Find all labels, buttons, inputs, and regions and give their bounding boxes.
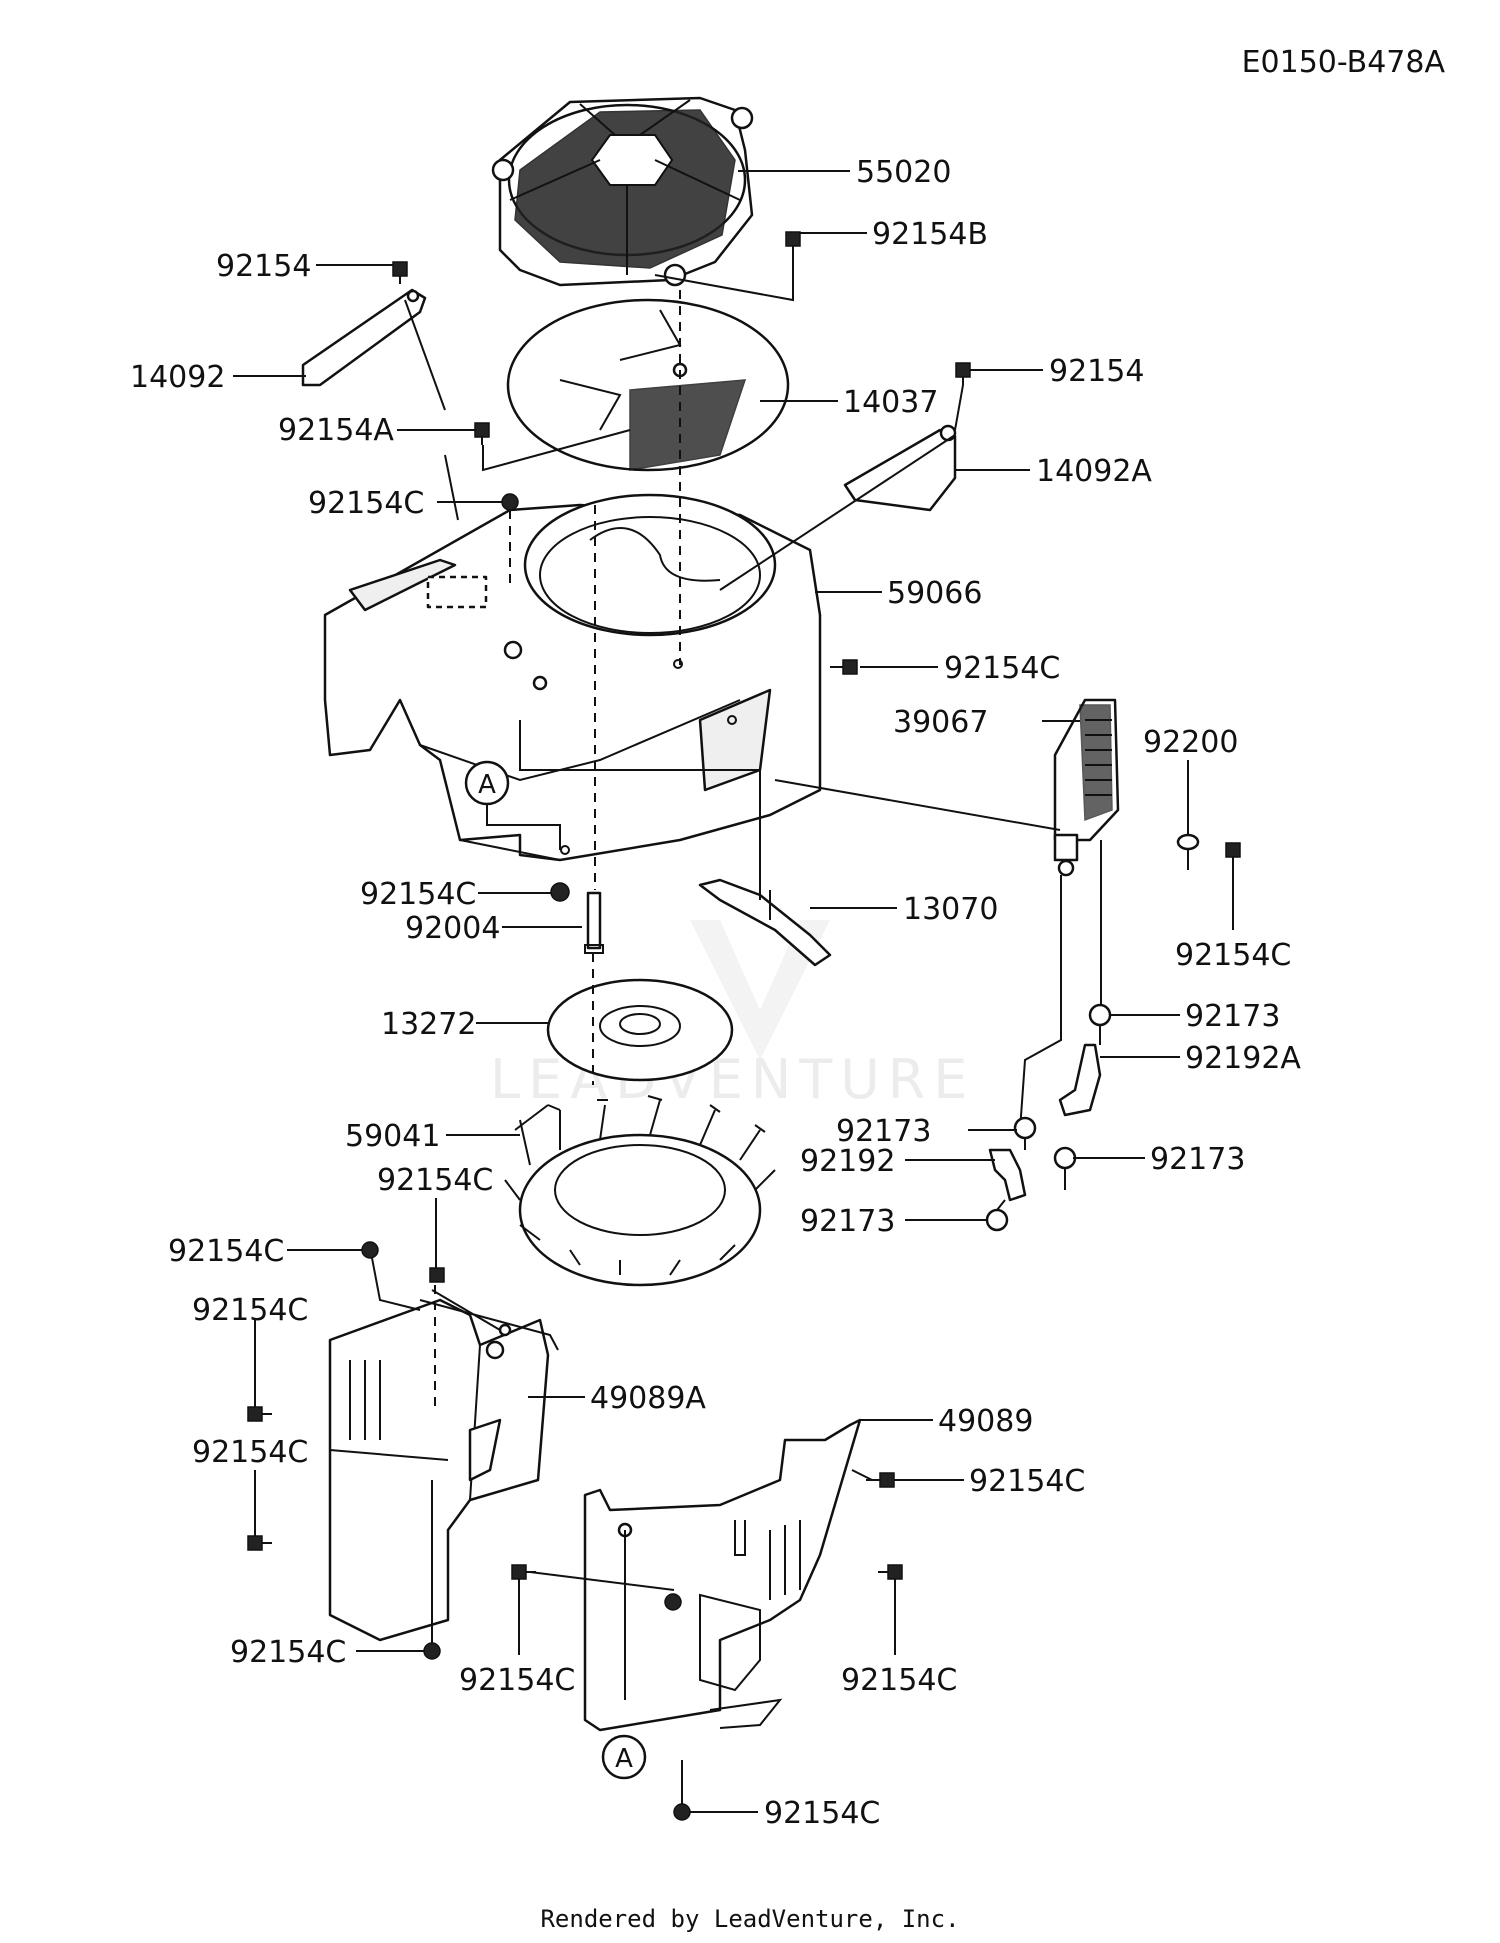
bolt-92154C-e (429, 1267, 445, 1283)
reference-marker-A-top: A (464, 760, 561, 850)
label-49089A: 49089A (590, 1381, 706, 1416)
footer-credit: Rendered by LeadVenture, Inc. (540, 1905, 959, 1933)
label-92154C-m: 92154C (764, 1796, 880, 1831)
bolt-92154-right (955, 362, 971, 385)
label-92154C-i: 92154C (969, 1464, 1085, 1499)
label-92154B: 92154B (872, 217, 988, 252)
part-59041-fan (504, 1095, 776, 1287)
label-92154C-f: 92154C (168, 1234, 284, 1269)
bolt-92154C-h (247, 1535, 272, 1551)
svg-text:A: A (478, 770, 496, 800)
nut-49089-center (664, 1593, 682, 1611)
leader-lines (233, 170, 1234, 1813)
label-13272: 13272 (381, 1007, 476, 1042)
label-92154C-c: 92154C (1175, 938, 1291, 973)
washer-92200 (1176, 833, 1200, 851)
label-13070: 13070 (903, 892, 998, 927)
label-49089: 49089 (938, 1404, 1033, 1439)
label-92192: 92192 (800, 1144, 895, 1179)
part-39067-oil-cooler (1053, 698, 1120, 877)
part-13070-baffle (698, 878, 832, 967)
label-92154A: 92154A (278, 413, 394, 448)
bolt-92154C-g (247, 1406, 272, 1422)
bolt-92154C-c (1225, 842, 1241, 862)
label-59041: 59041 (345, 1119, 440, 1154)
watermark-logo (690, 920, 830, 1060)
part-49089A-shroud (328, 1298, 559, 1642)
label-92154C-b: 92154C (944, 651, 1060, 686)
part-14037-screen-plate (506, 298, 790, 472)
nut-92154C-f (361, 1241, 379, 1259)
label-59066: 59066 (887, 576, 982, 611)
part-hoses-clamps (985, 840, 1112, 1232)
assembly-lines (371, 256, 1189, 1804)
bolt-92154C-l (878, 1564, 903, 1580)
part-49089-shroud (583, 1418, 862, 1732)
label-92154C-g: 92154C (192, 1293, 308, 1328)
bolt-92154C-b (830, 659, 858, 675)
bolt-92154-top (392, 261, 408, 284)
nut-92154C-m (673, 1803, 691, 1821)
part-labels: 55020 92154B 92154 14092 92154A 14037 92… (130, 155, 1301, 1831)
bolt-92154C-a (501, 493, 519, 511)
label-14092A: 14092A (1036, 454, 1152, 489)
label-92154C-j: 92154C (230, 1635, 346, 1670)
diagram-code: E0150-B478A (1242, 45, 1446, 80)
label-92173-d: 92173 (800, 1204, 895, 1239)
label-92173-b: 92173 (836, 1114, 931, 1149)
part-59066-blower-housing (323, 493, 822, 862)
label-55020: 55020 (856, 155, 951, 190)
svg-text:A: A (615, 1744, 633, 1774)
label-92154C-l: 92154C (841, 1663, 957, 1698)
label-14092: 14092 (130, 360, 225, 395)
label-92154C-h: 92154C (192, 1435, 308, 1470)
label-92200: 92200 (1143, 725, 1238, 760)
nut-92154C-d (550, 882, 570, 902)
part-92004-stud (584, 891, 604, 954)
label-92173-c: 92173 (1150, 1142, 1245, 1177)
nut-92154C-i (423, 1642, 441, 1660)
label-92154-top: 92154 (216, 249, 311, 284)
part-14092-plate (301, 288, 427, 387)
part-55020-fan-screen (491, 96, 754, 287)
label-92192A: 92192A (1185, 1041, 1301, 1076)
reference-marker-A-bottom: A (601, 1734, 647, 1780)
label-92154C-k: 92154C (459, 1663, 575, 1698)
bolt-92154A (474, 422, 490, 445)
label-92154C-d: 92154C (360, 877, 476, 912)
label-39067: 39067 (893, 705, 988, 740)
label-92154-right: 92154 (1049, 354, 1144, 389)
label-92004: 92004 (405, 911, 500, 946)
label-92154C-e: 92154C (377, 1163, 493, 1198)
bolt-92154B (785, 231, 801, 256)
label-14037: 14037 (843, 385, 938, 420)
label-92154C-a: 92154C (308, 486, 424, 521)
part-13272-plate (546, 978, 734, 1082)
label-92173-a: 92173 (1185, 999, 1280, 1034)
